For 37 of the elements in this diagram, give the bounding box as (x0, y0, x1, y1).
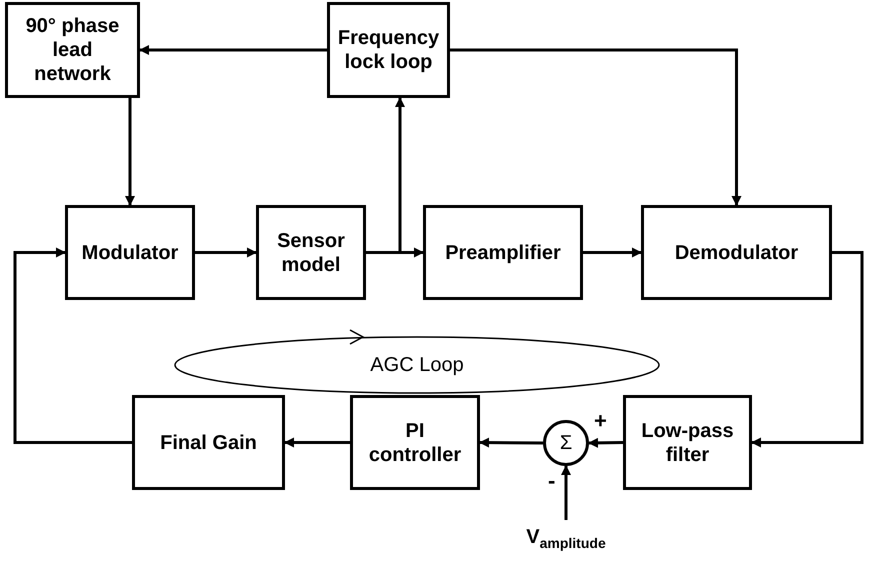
sign-label: - (548, 468, 556, 494)
block-box (256, 205, 366, 300)
block-box (5, 2, 140, 98)
block-box (132, 395, 285, 490)
arrow (450, 48, 742, 206)
block-label: Low-pass filter (640, 418, 735, 466)
sign-label: + (594, 408, 607, 434)
block-label: Preamplifier (445, 240, 561, 264)
arrow (583, 248, 642, 258)
arrow (479, 438, 544, 448)
block-label: AGC Loop (370, 354, 464, 376)
block-box (350, 395, 480, 490)
sum-symbol: Σ (560, 432, 572, 454)
arrow (366, 97, 405, 254)
arrow (588, 438, 624, 448)
block-label: Demodulator (674, 240, 798, 264)
arrow (125, 98, 135, 206)
loop-ellipse (174, 336, 660, 394)
arrow (561, 465, 571, 520)
summing-junction (543, 420, 589, 466)
arrow (195, 248, 257, 258)
block-label: 90° phase lead network (24, 14, 120, 86)
block-label: Final Gain (160, 430, 257, 454)
block-label: Modulator (82, 240, 178, 264)
arrow (751, 251, 864, 448)
block-box (623, 395, 752, 490)
block-label: Sensor model (276, 228, 346, 276)
input-label: V$_{amplitude}$ (526, 526, 606, 550)
block-box (65, 205, 195, 300)
block-box (423, 205, 583, 300)
arrow (284, 438, 350, 448)
arrow (139, 45, 327, 55)
block-label: PI controller (368, 418, 462, 466)
block-box (327, 2, 450, 98)
block-label: Frequency lock loop (338, 26, 440, 74)
block-box (641, 205, 832, 300)
arrow (14, 248, 132, 444)
